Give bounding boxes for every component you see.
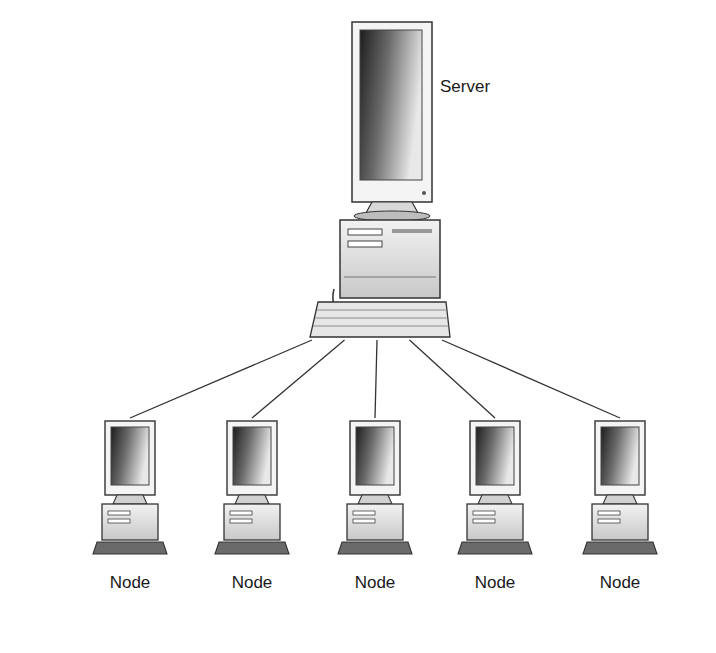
network-link bbox=[375, 340, 377, 418]
server-node: Server bbox=[300, 15, 500, 340]
node-label: Node bbox=[207, 573, 297, 593]
network-link bbox=[442, 340, 620, 418]
network-link bbox=[252, 340, 345, 418]
node-label: Node bbox=[330, 573, 420, 593]
server-label: Server bbox=[440, 77, 490, 97]
node-label: Node bbox=[450, 573, 540, 593]
network-link bbox=[130, 340, 312, 418]
client-node: Node bbox=[207, 418, 297, 608]
node-computer bbox=[85, 418, 175, 568]
node-computer bbox=[450, 418, 540, 568]
node-computer bbox=[207, 418, 297, 568]
server-computer bbox=[300, 15, 500, 345]
client-node: Node bbox=[330, 418, 420, 608]
client-node: Node bbox=[450, 418, 540, 608]
client-node: Node bbox=[575, 418, 665, 608]
client-node: Node bbox=[85, 418, 175, 608]
network-link bbox=[410, 340, 496, 418]
node-computer bbox=[575, 418, 665, 568]
node-label: Node bbox=[85, 573, 175, 593]
node-computer bbox=[330, 418, 420, 568]
node-label: Node bbox=[575, 573, 665, 593]
